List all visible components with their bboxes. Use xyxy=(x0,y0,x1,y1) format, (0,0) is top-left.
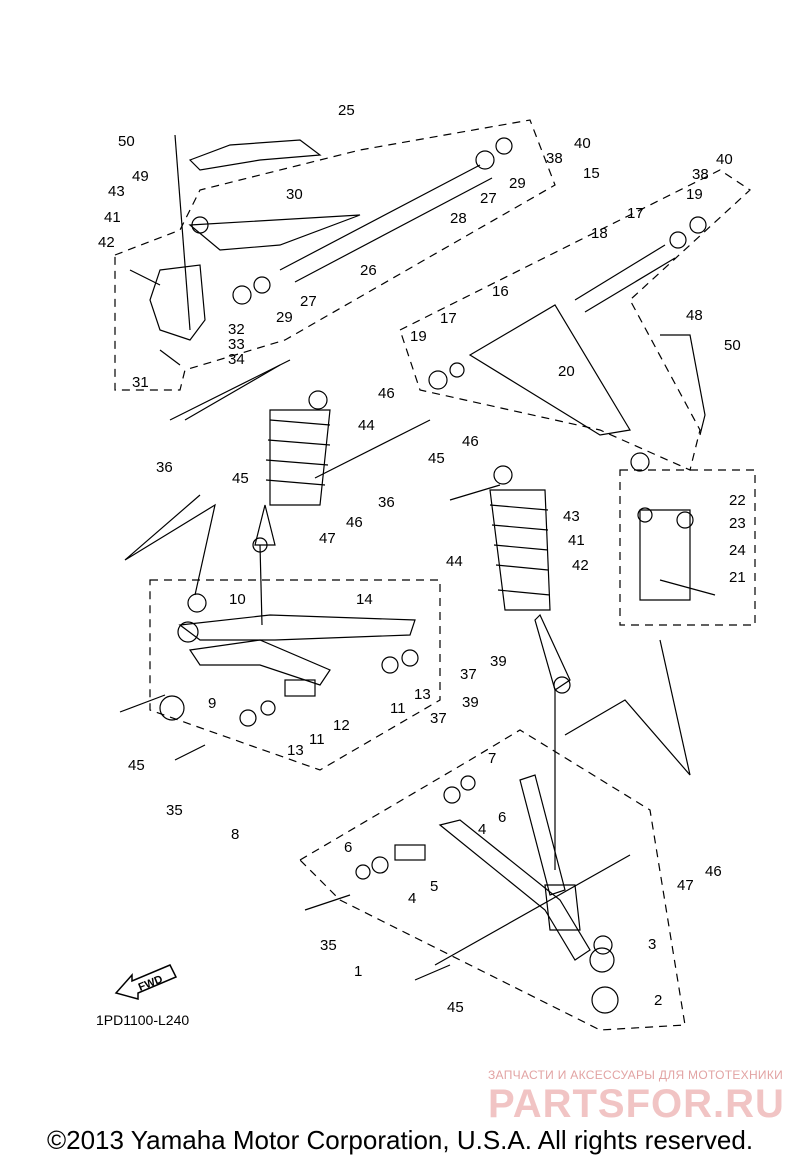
callout-19: 19 xyxy=(410,328,427,345)
callout-24: 24 xyxy=(729,542,746,559)
callout-23: 23 xyxy=(729,515,746,532)
callout-11: 11 xyxy=(309,731,325,748)
fwd-label: FWD xyxy=(137,973,165,994)
callout-47: 47 xyxy=(319,530,336,547)
callout-15: 15 xyxy=(583,165,600,182)
fwd-arrow-icon: FWD xyxy=(114,964,178,1000)
watermark-tagline: ЗАПЧАСТИ И АКСЕССУАРЫ ДЛЯ МОТОТЕХНИКИ xyxy=(488,1068,784,1082)
callout-50: 50 xyxy=(724,337,741,354)
callout-28: 28 xyxy=(450,210,467,227)
callout-37: 37 xyxy=(460,666,477,683)
callout-37: 37 xyxy=(430,710,447,727)
callout-29: 29 xyxy=(276,309,293,326)
callout-6: 6 xyxy=(498,809,506,826)
callout-49: 49 xyxy=(132,168,149,185)
callout-20: 20 xyxy=(558,363,575,380)
callout-43: 43 xyxy=(108,183,125,200)
callout-17: 17 xyxy=(627,205,644,222)
callout-35: 35 xyxy=(320,937,337,954)
callout-46: 46 xyxy=(705,863,722,880)
callout-31: 31 xyxy=(132,374,149,391)
callout-46: 46 xyxy=(378,385,395,402)
upper-arm-right xyxy=(428,216,707,472)
callout-45: 45 xyxy=(428,450,445,467)
callout-1: 1 xyxy=(354,963,362,980)
callout-21: 21 xyxy=(729,569,746,586)
callout-3: 3 xyxy=(648,936,656,953)
callout-50: 50 xyxy=(118,133,135,150)
shock-absorber-right xyxy=(449,465,571,694)
callout-44: 44 xyxy=(358,417,375,434)
callout-11: 11 xyxy=(390,700,406,717)
callout-41: 41 xyxy=(104,209,121,226)
callout-10: 10 xyxy=(229,591,246,608)
callout-33: 33 xyxy=(228,336,245,353)
callout-2: 2 xyxy=(654,992,662,1009)
upper-arm-left xyxy=(188,137,513,305)
copyright-notice: ©2013 Yamaha Motor Corporation, U.S.A. A… xyxy=(46,1125,754,1155)
callout-6: 6 xyxy=(344,839,352,856)
callout-43: 43 xyxy=(563,508,580,525)
callout-17: 17 xyxy=(440,310,457,327)
watermark-brand: PARTSFOR.RU xyxy=(488,1082,785,1126)
callout-36: 36 xyxy=(156,459,173,476)
callout-14: 14 xyxy=(356,591,373,608)
shock-absorber-left xyxy=(169,359,431,553)
callout-39: 39 xyxy=(462,694,479,711)
callout-27: 27 xyxy=(300,293,317,310)
callout-40: 40 xyxy=(574,135,591,152)
callout-13: 13 xyxy=(287,742,304,759)
callout-38: 38 xyxy=(692,166,709,183)
lower-arm-bottom xyxy=(304,774,619,1014)
callout-4: 4 xyxy=(408,890,416,907)
knuckle-left xyxy=(129,264,206,366)
callout-45: 45 xyxy=(232,470,249,487)
callout-35: 35 xyxy=(166,802,183,819)
callout-34: 34 xyxy=(228,351,245,368)
callout-47: 47 xyxy=(677,877,694,894)
callout-42: 42 xyxy=(98,234,115,251)
callout-18: 18 xyxy=(591,225,608,242)
callout-42: 42 xyxy=(572,557,589,574)
callout-5: 5 xyxy=(430,878,438,895)
callout-46: 46 xyxy=(462,433,479,450)
callout-8: 8 xyxy=(231,826,239,843)
callout-25: 25 xyxy=(338,102,355,119)
callout-26: 26 xyxy=(360,262,377,279)
knuckle-right xyxy=(637,507,716,601)
guide-lines xyxy=(124,134,691,966)
callout-30: 30 xyxy=(286,186,303,203)
callout-7: 7 xyxy=(488,750,496,767)
callout-45: 45 xyxy=(447,999,464,1016)
callout-13: 13 xyxy=(414,686,431,703)
callout-labels: 50 25 40 38 49 27 29 15 40 43 30 38 41 2… xyxy=(98,102,746,1016)
callout-40: 40 xyxy=(716,151,733,168)
callout-41: 41 xyxy=(568,532,585,549)
callout-45: 45 xyxy=(128,757,145,774)
callout-22: 22 xyxy=(729,492,746,509)
callout-46: 46 xyxy=(346,514,363,531)
callout-27: 27 xyxy=(480,190,497,207)
callout-38: 38 xyxy=(546,150,563,167)
callout-12: 12 xyxy=(333,717,350,734)
callout-29: 29 xyxy=(509,175,526,192)
callout-9: 9 xyxy=(208,695,216,712)
diagram-code: 1PD1100-L240 xyxy=(96,1012,190,1028)
callout-36: 36 xyxy=(378,494,395,511)
callout-19: 19 xyxy=(686,186,703,203)
assembly-outlines xyxy=(114,119,756,1031)
callout-32: 32 xyxy=(228,321,245,338)
callout-48: 48 xyxy=(686,307,703,324)
callout-39: 39 xyxy=(490,653,507,670)
callout-16: 16 xyxy=(492,283,509,300)
callout-44: 44 xyxy=(446,553,463,570)
callout-4: 4 xyxy=(478,821,486,838)
lower-arm-middle xyxy=(119,593,419,761)
